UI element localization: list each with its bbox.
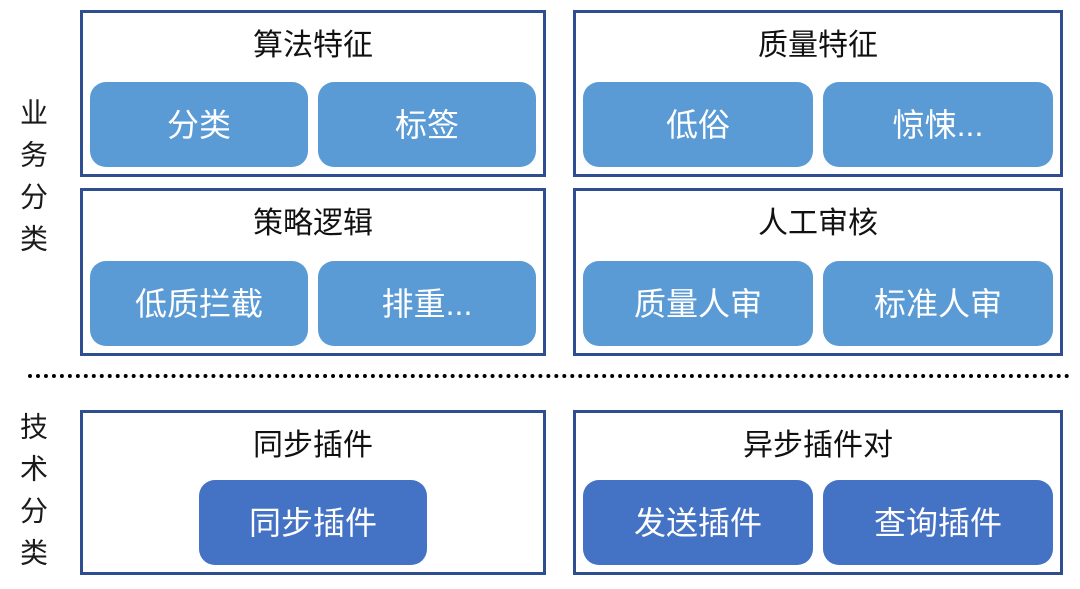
chip-tags: 标签: [318, 82, 536, 167]
chip-query-plugin: 查询插件: [823, 480, 1053, 565]
chip-row: 发送插件 查询插件: [583, 480, 1053, 565]
group-title-sync-plugin: 同步插件: [253, 429, 373, 462]
group-box-quality-features: 质量特征 低俗 惊悚...: [573, 10, 1063, 177]
group-box-algorithm-features: 算法特征 分类 标签: [80, 10, 546, 177]
group-box-async-plugin-pair: 异步插件对 发送插件 查询插件: [573, 410, 1063, 575]
chip-sync-plugin: 同步插件: [199, 480, 427, 565]
chip-vulgar: 低俗: [583, 82, 813, 167]
group-title-manual-review: 人工审核: [758, 207, 878, 240]
dotted-divider: [28, 374, 1070, 378]
chip-row: 质量人审 标准人审: [583, 261, 1053, 346]
group-title-quality-features: 质量特征: [758, 29, 878, 62]
side-label-technical-classification: 技术分类: [17, 412, 48, 580]
chip-dedup-ellipsis: 排重...: [318, 261, 536, 346]
chip-quality-manual-review: 质量人审: [583, 261, 813, 346]
chip-standard-manual-review: 标准人审: [823, 261, 1053, 346]
chip-thriller-ellipsis: 惊悚...: [823, 82, 1053, 167]
chip-classification: 分类: [90, 82, 308, 167]
group-title-async-plugin-pair: 异步插件对: [743, 429, 893, 462]
chip-send-plugin: 发送插件: [583, 480, 813, 565]
side-label-business-classification: 业务分类: [17, 98, 48, 266]
group-box-sync-plugin: 同步插件 同步插件: [80, 410, 546, 575]
group-title-algorithm-features: 算法特征: [253, 29, 373, 62]
chip-low-quality-block: 低质拦截: [90, 261, 308, 346]
chip-row: 分类 标签: [90, 82, 536, 167]
group-title-strategy-logic: 策略逻辑: [253, 207, 373, 240]
chip-row: 低质拦截 排重...: [90, 261, 536, 346]
group-box-strategy-logic: 策略逻辑 低质拦截 排重...: [80, 188, 546, 356]
chip-row: 同步插件: [90, 480, 536, 565]
chip-row: 低俗 惊悚...: [583, 82, 1053, 167]
group-box-manual-review: 人工审核 质量人审 标准人审: [573, 188, 1063, 356]
